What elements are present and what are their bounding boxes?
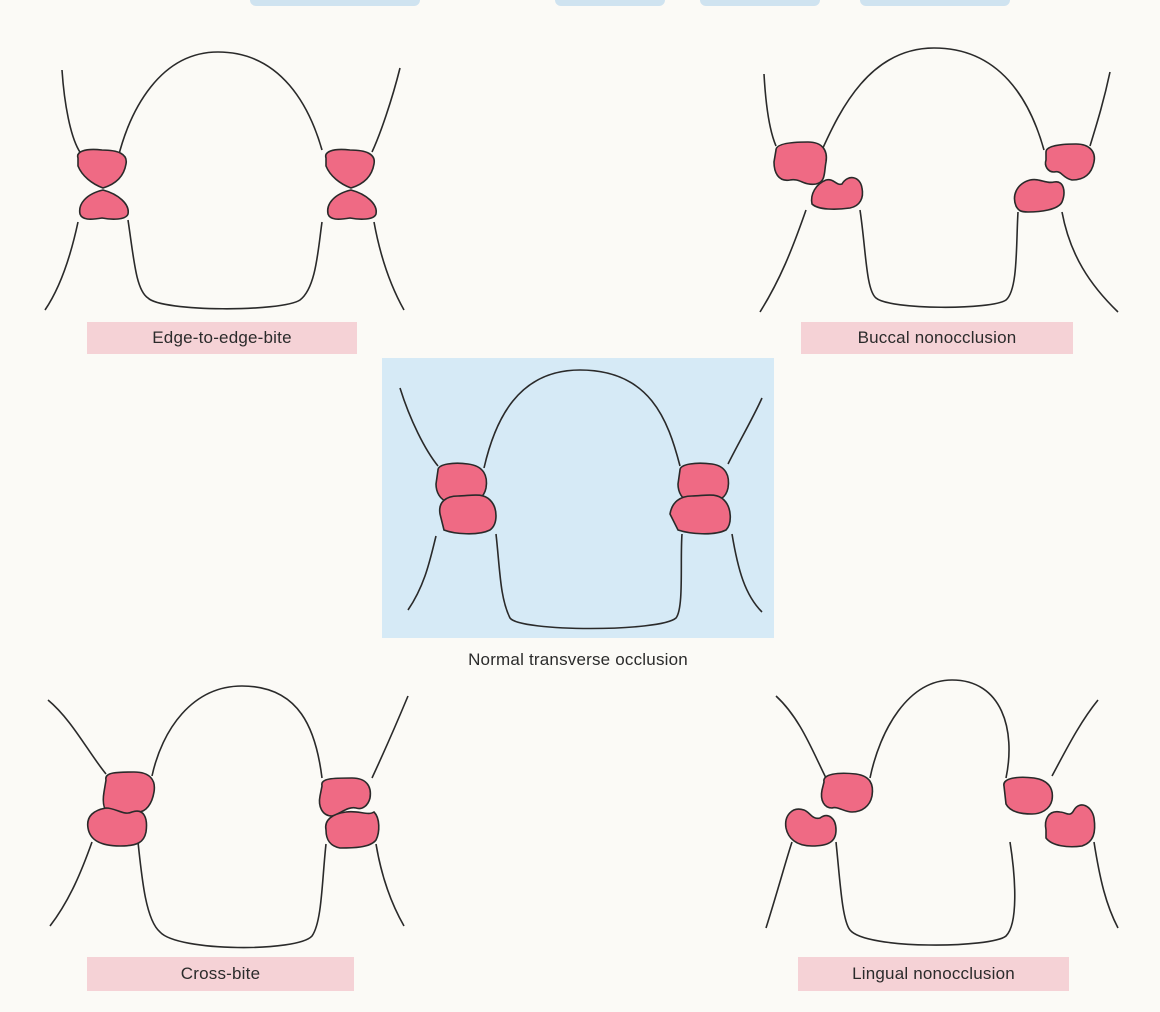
lower-arch-outline bbox=[45, 220, 404, 310]
upper-right-tooth bbox=[320, 778, 371, 816]
lower-right-tooth bbox=[670, 495, 730, 534]
buccal-nonocclusion-label: Buccal nonocclusion bbox=[801, 322, 1073, 354]
upper-right-tooth bbox=[326, 149, 375, 188]
lower-right-tooth bbox=[328, 190, 377, 219]
lingual-nonocclusion-figure bbox=[766, 680, 1118, 945]
lower-right-tooth bbox=[1015, 180, 1064, 212]
upper-right-tooth bbox=[1004, 777, 1053, 814]
upper-left-tooth bbox=[774, 142, 826, 184]
upper-left-tooth bbox=[78, 149, 127, 188]
normal-transverse-occlusion-label: Normal transverse occlusion bbox=[382, 646, 774, 674]
lower-left-tooth bbox=[80, 190, 129, 219]
lower-arch-outline bbox=[766, 842, 1118, 945]
lower-right-tooth bbox=[326, 812, 379, 848]
lingual-nonocclusion-label: Lingual nonocclusion bbox=[798, 957, 1069, 991]
buccal-nonocclusion-figure bbox=[760, 48, 1118, 312]
upper-arch-outline bbox=[764, 48, 1110, 150]
lower-right-tooth bbox=[1046, 805, 1095, 847]
upper-arch-outline bbox=[48, 686, 408, 778]
lower-arch-outline bbox=[50, 842, 404, 948]
lower-left-tooth bbox=[786, 809, 836, 846]
cross-bite-label: Cross-bite bbox=[87, 957, 354, 991]
edge-to-edge-bite-label: Edge-to-edge-bite bbox=[87, 322, 357, 354]
upper-arch-outline bbox=[776, 680, 1098, 778]
edge-to-edge-bite-figure bbox=[45, 52, 404, 310]
upper-left-tooth bbox=[821, 773, 872, 812]
cross-bite-figure bbox=[48, 686, 408, 948]
lower-left-tooth bbox=[440, 495, 496, 534]
upper-arch-outline bbox=[62, 52, 400, 158]
lower-left-tooth bbox=[88, 808, 147, 846]
upper-right-tooth bbox=[1045, 144, 1094, 180]
lower-arch-outline bbox=[760, 210, 1118, 312]
